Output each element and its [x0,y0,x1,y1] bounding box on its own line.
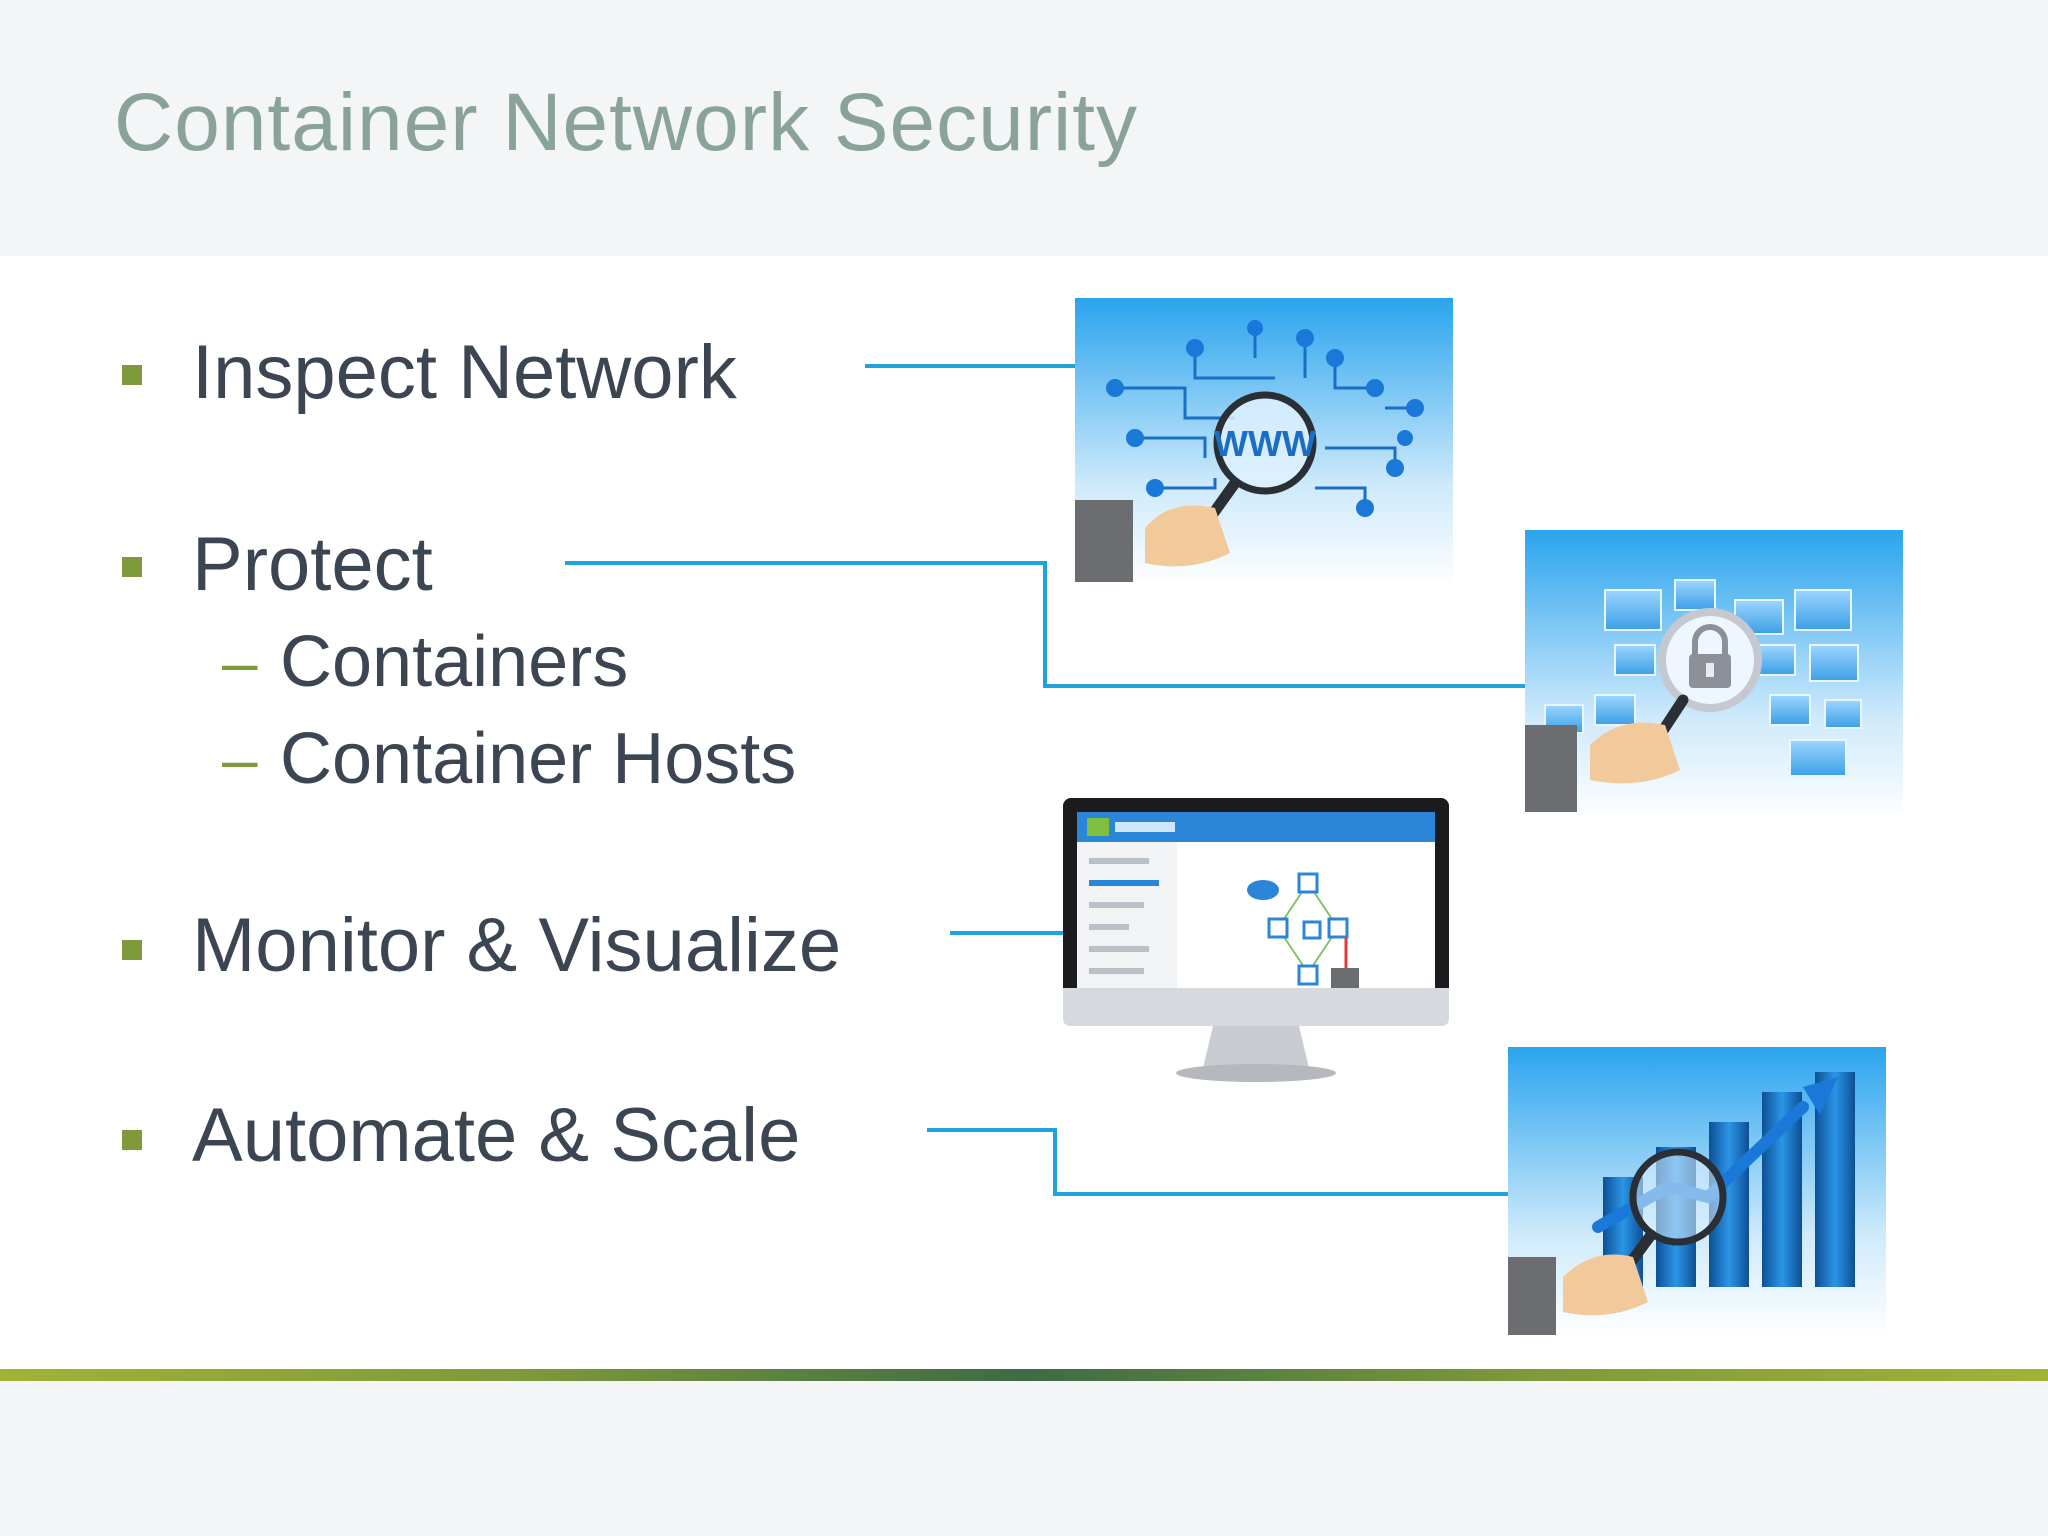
bullet-inspect-network: Inspect Network [192,330,737,415]
sub-bullet-dash: – [222,626,258,698]
padlock-magnifier-icon [1525,530,1903,820]
connector-automate [927,1128,1510,1196]
sub-bullet-dash: – [222,723,258,795]
bullet-marker [122,557,142,577]
sub-bullet-container-hosts: Container Hosts [280,719,797,799]
footer-band [0,1381,2048,1536]
www-network-magnifier-icon: WWW [1075,298,1453,588]
growth-chart-magnifier-icon [1508,1047,1886,1337]
bullet-marker [122,1130,142,1150]
bullet-monitor-visualize: Monitor & Visualize [192,903,842,988]
www-text: WWW [1214,423,1316,464]
bullet-protect: Protect [192,522,433,607]
bullet-marker [122,940,142,960]
header-band [0,0,2048,256]
bullet-automate-scale: Automate & Scale [192,1093,801,1178]
sub-bullet-containers: Containers [280,622,629,702]
footer-rule [0,1369,2048,1381]
bullet-marker [122,365,142,385]
monitor-dashboard-icon [1063,798,1449,1082]
connector-protect [565,561,1525,688]
slide-title: Container Network Security [114,77,1139,168]
